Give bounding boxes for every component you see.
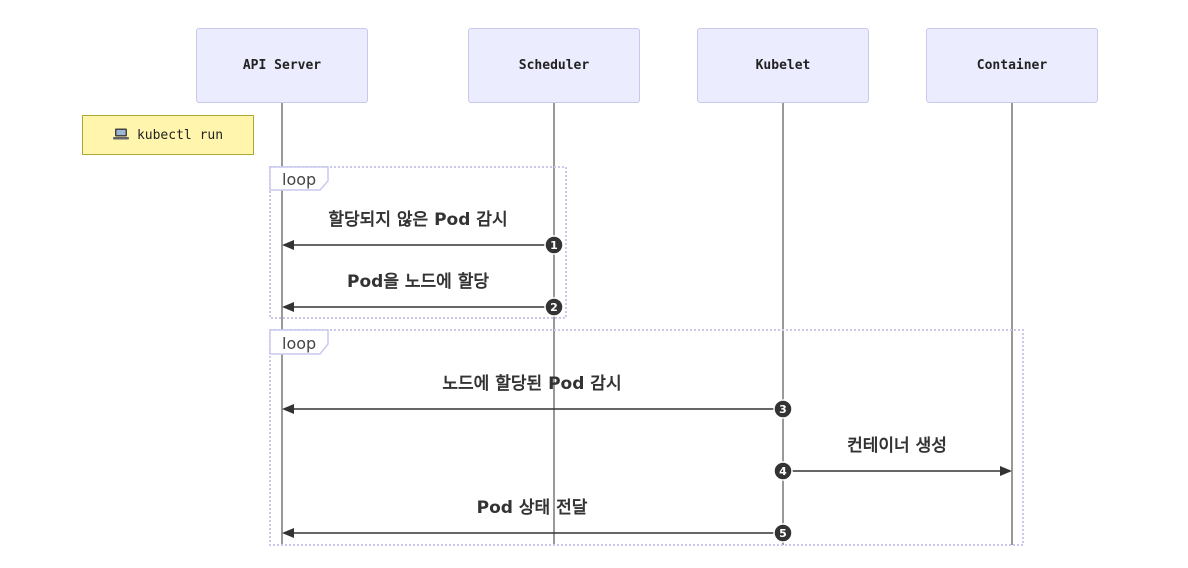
svg-text:4: 4 — [779, 465, 787, 478]
loop-label-1: loop — [282, 170, 317, 189]
message-4-text: 컨테이너 생성 — [847, 436, 947, 456]
message-2-text: Pod을 노드에 할당 — [347, 272, 489, 292]
sequence-number-1: 1 — [544, 235, 564, 255]
message-1-text: 할당되지 않은 Pod 감시 — [328, 210, 508, 230]
message-3-arrow — [282, 404, 783, 414]
svg-text:1: 1 — [550, 239, 558, 252]
loop-label-2: loop — [282, 334, 317, 353]
actor-kubelet: Kubelet — [697, 28, 869, 103]
svg-text:3: 3 — [779, 403, 787, 416]
sequence-number-2: 2 — [544, 297, 564, 317]
loop-frame-2 — [269, 329, 1024, 546]
actor-scheduler: Scheduler — [468, 28, 640, 103]
note-text: kubectl run — [136, 127, 224, 143]
actor-api-server: API Server — [196, 28, 368, 103]
actor-container: Container — [926, 28, 1098, 103]
sequence-number-4: 4 — [773, 461, 793, 481]
message-5-arrow — [282, 528, 783, 538]
note-kubectl-run: kubectl run — [82, 115, 254, 155]
message-1-arrow — [282, 240, 554, 250]
sequence-number-3: 3 — [773, 399, 793, 419]
message-5-text: Pod 상태 전달 — [476, 498, 588, 518]
actor-label: Kubelet — [755, 58, 811, 73]
actor-label: Container — [976, 58, 1048, 73]
svg-text:5: 5 — [779, 527, 787, 540]
sequence-number-5: 5 — [773, 523, 793, 543]
message-3-text: 노드에 할당된 Pod 감시 — [442, 374, 622, 394]
svg-text:2: 2 — [550, 301, 558, 314]
actor-label: API Server — [242, 58, 322, 73]
message-2-arrow — [282, 302, 554, 312]
loop-frame-1 — [269, 166, 567, 319]
laptop-icon — [112, 128, 129, 143]
message-4-arrow — [783, 466, 1012, 476]
actor-label: Scheduler — [518, 58, 590, 73]
